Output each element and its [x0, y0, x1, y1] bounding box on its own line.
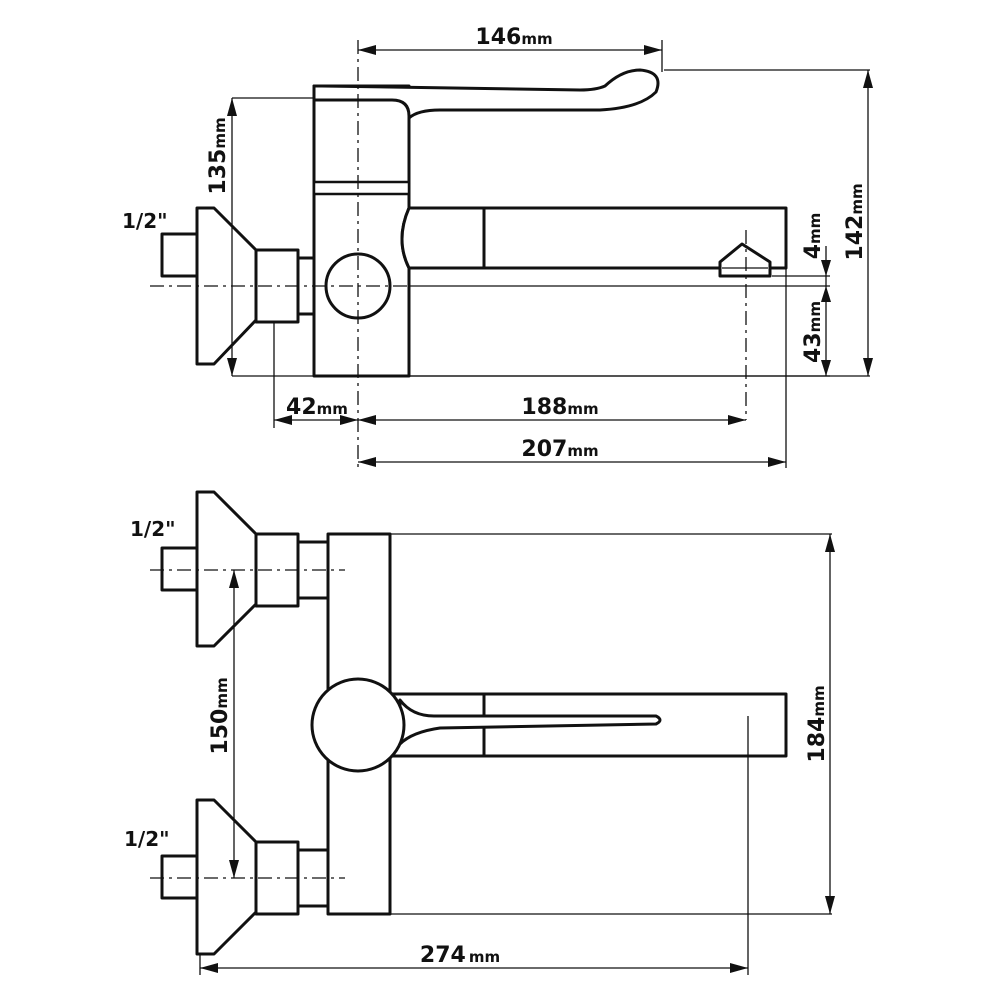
- inlet-stub-top: [160, 546, 200, 592]
- arrowhead: [825, 896, 835, 914]
- inlet-stub-bottom: [160, 854, 200, 900]
- dim-label-188: 188mm: [521, 395, 598, 420]
- wall-flange-top: [195, 490, 258, 648]
- dim-label-43: 43mm: [801, 301, 826, 363]
- arrowhead: [227, 98, 237, 116]
- arrowhead: [358, 45, 376, 55]
- thread-label-top: 1/2": [130, 517, 176, 541]
- dim-label-142: 142mm: [843, 183, 868, 260]
- cap-band: [312, 180, 411, 196]
- dim-label-150: 150mm: [208, 677, 233, 754]
- dim-label-184: 184mm: [805, 685, 830, 762]
- dim-label-207: 207mm: [521, 437, 598, 462]
- thread-label-side: 1/2": [122, 209, 168, 233]
- arrowhead: [863, 358, 873, 376]
- arrowhead: [358, 457, 376, 467]
- cartridge-cap: [312, 84, 411, 188]
- arrowhead: [730, 963, 748, 973]
- arrowhead: [728, 415, 746, 425]
- diverter-knob-top: [310, 677, 406, 773]
- arrowhead: [200, 963, 218, 973]
- arrowhead: [863, 70, 873, 88]
- thread-label-bottom: 1/2": [124, 827, 170, 851]
- dim-label-135: 135mm: [206, 117, 231, 194]
- arrowhead: [821, 360, 831, 376]
- arrowhead: [227, 358, 237, 376]
- inlet-stub: [160, 232, 200, 278]
- arrowhead: [644, 45, 662, 55]
- lever-handle-top: [398, 698, 662, 746]
- arrowhead: [768, 457, 786, 467]
- arrowhead: [274, 415, 292, 425]
- dim-label-42: 42mm: [286, 395, 348, 420]
- dim-label-146: 146mm: [475, 25, 552, 50]
- wall-flange-bottom: [195, 798, 258, 956]
- arrowhead: [229, 860, 239, 878]
- spout-collar: [400, 206, 486, 270]
- arrowhead: [821, 260, 831, 276]
- arrowhead: [358, 415, 376, 425]
- dim-label-4: 4mm: [801, 213, 826, 260]
- lever-handle: [312, 68, 660, 184]
- arrowhead: [825, 534, 835, 552]
- arrowhead: [229, 570, 239, 588]
- arrowhead: [340, 415, 358, 425]
- side-view: 146mm 135mm 1/2" 142mm 4mm 43mm 42mm 188…: [122, 25, 873, 470]
- arrowhead: [821, 286, 831, 302]
